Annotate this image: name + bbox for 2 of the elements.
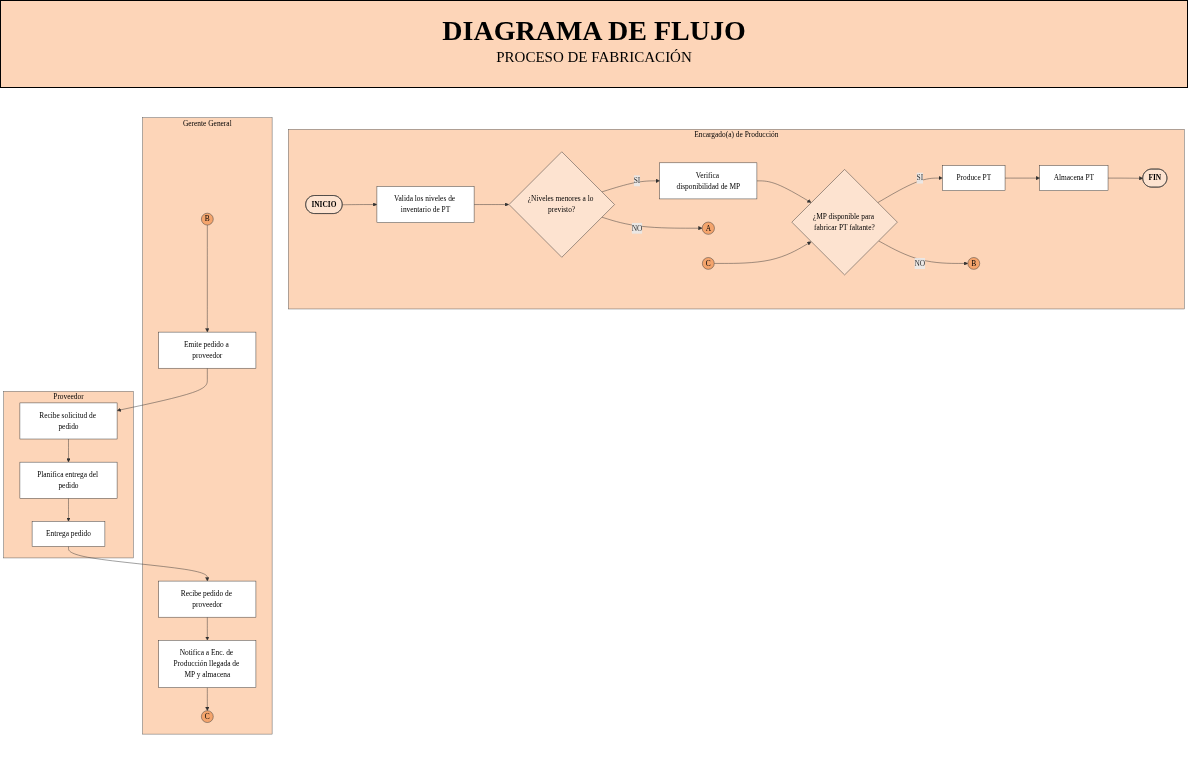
subtitle: PROCESO DE FABRICACIÓN xyxy=(496,49,692,66)
diagram-title: DIAGRAMA DE FLUJO xyxy=(442,15,746,47)
